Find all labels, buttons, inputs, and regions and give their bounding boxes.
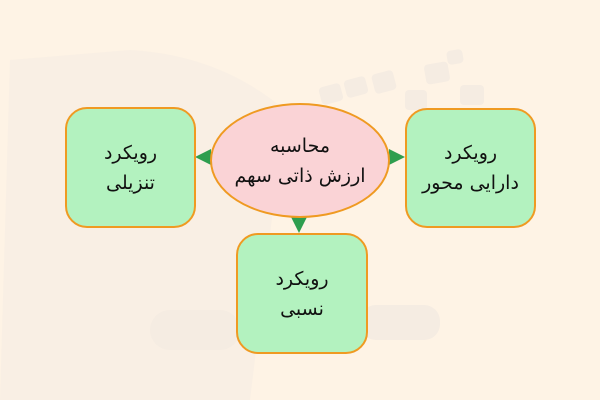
node-right-line1: رویکرد [443, 142, 498, 164]
node-relative-approach: رویکرد نسبی [236, 233, 368, 354]
center-node-line2: ارزش ذاتی سهم [234, 164, 366, 187]
center-node-intrinsic-value: محاسبه ارزش ذاتی سهم [210, 103, 390, 218]
node-left-line1: رویکرد [103, 141, 158, 164]
node-bottom-line2: نسبی [280, 297, 324, 320]
node-left-line2: تنزیلی [106, 171, 155, 194]
node-right-line2: دارایی محور [422, 172, 519, 194]
node-asset-based-approach: رویکرد دارایی محور [405, 108, 536, 228]
node-discounted-approach: رویکرد تنزیلی [65, 107, 196, 228]
node-bottom-line1: رویکرد [275, 267, 329, 290]
center-node-line1: محاسبه [269, 134, 331, 157]
